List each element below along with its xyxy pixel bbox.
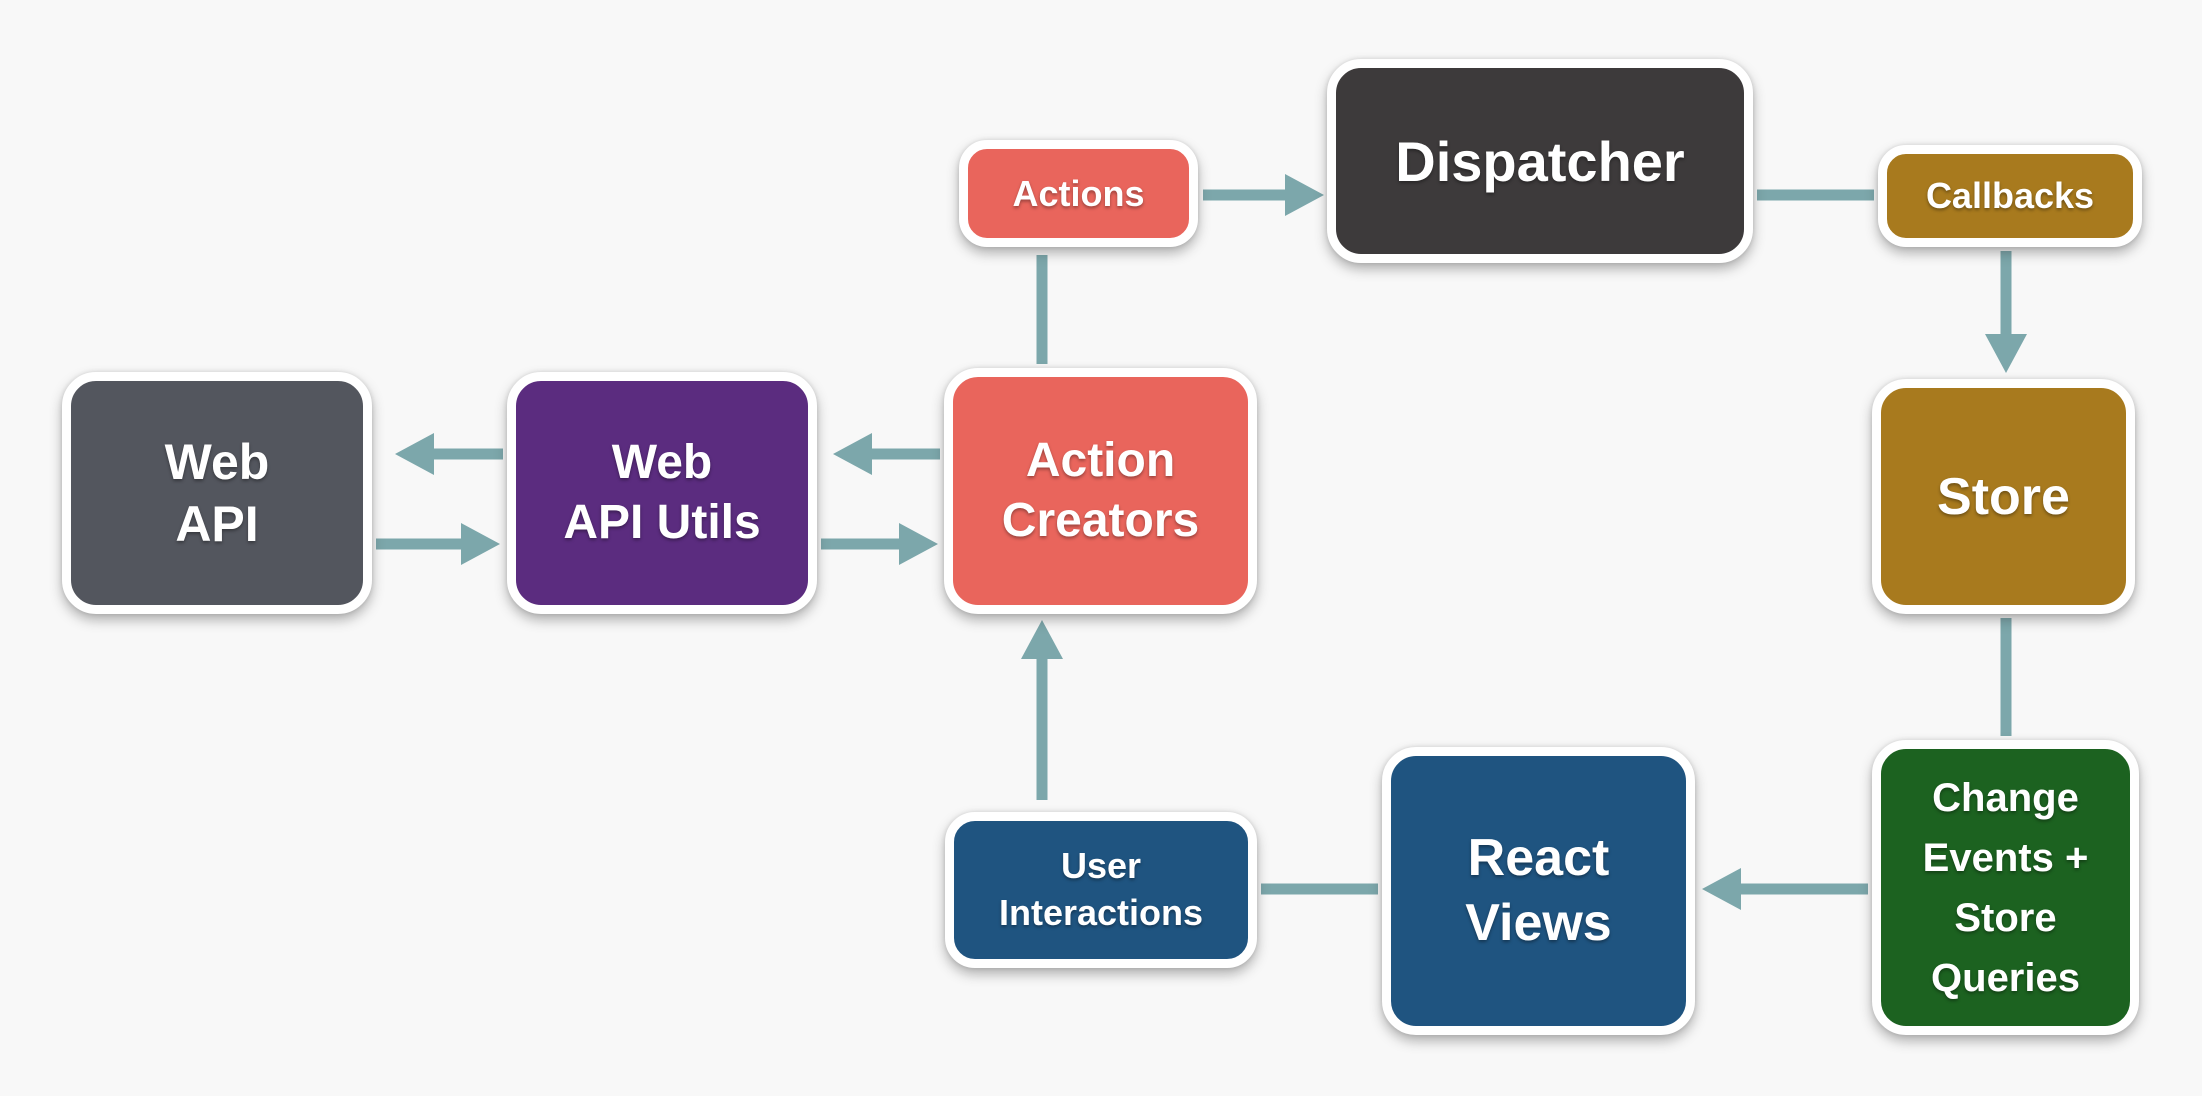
node-user-interactions: User Interactions: [945, 812, 1257, 968]
node-action-creators: Action Creators: [944, 368, 1257, 614]
arrow-web-api-to-web-api-utils: [376, 523, 500, 565]
node-react-views: React Views: [1382, 747, 1695, 1035]
arrow-change-events-to-react-views: [1702, 868, 1868, 910]
node-web-api-utils-label: Web API Utils: [563, 436, 761, 549]
arrow-action-creators-to-web-api-utils: [833, 433, 940, 475]
arrow-web-api-utils-to-action-creators: [821, 523, 938, 565]
node-web-api-label: Web API: [164, 433, 270, 553]
node-action-creators-label: Action Creators: [1001, 434, 1200, 547]
node-dispatcher-label: Dispatcher: [1395, 129, 1685, 193]
arrow-actions-to-dispatcher: [1203, 174, 1324, 216]
node-react-views-label: React Views: [1465, 829, 1612, 952]
node-actions-label: Actions: [1012, 172, 1145, 214]
node-user-interactions-label: User Interactions: [998, 845, 1204, 933]
node-store-label: Store: [1937, 467, 2070, 526]
node-web-api-utils: Web API Utils: [507, 372, 817, 614]
arrow-web-api-utils-to-web-api: [395, 433, 503, 475]
arrow-user-interactions-to-action-creators: [1021, 620, 1063, 800]
node-actions: Actions: [959, 140, 1198, 247]
node-dispatcher: Dispatcher: [1327, 59, 1753, 263]
arrow-callbacks-to-store: [1985, 251, 2027, 373]
node-callbacks: Callbacks: [1878, 145, 2142, 247]
node-store: Store: [1872, 379, 2135, 614]
node-change-events-store-queries: Change Events + Store Queries: [1872, 740, 2139, 1035]
node-callbacks-label: Callbacks: [1925, 175, 2095, 216]
node-web-api: Web API: [62, 372, 372, 614]
node-change-events-store-queries-label: Change Events + Store Queries: [1922, 775, 2089, 1000]
